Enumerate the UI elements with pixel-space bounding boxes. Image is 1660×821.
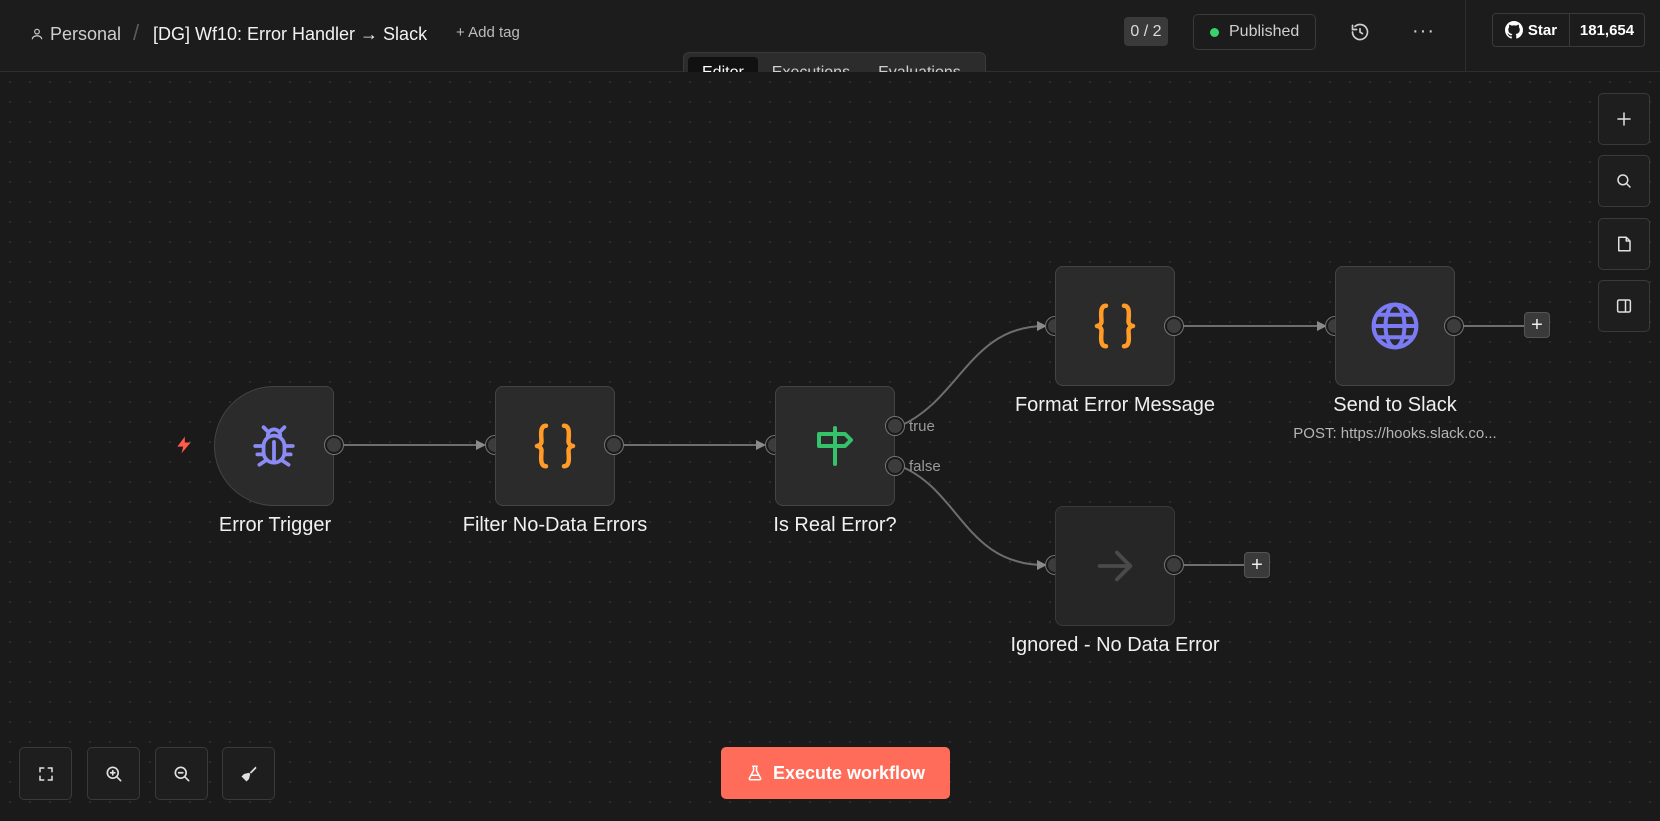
github-star-count: 181,654	[1579, 21, 1635, 39]
node-format-error-message[interactable]	[1055, 266, 1175, 386]
toggle-panel-button[interactable]	[1598, 280, 1650, 332]
node-error-trigger[interactable]	[214, 386, 334, 506]
broom-icon	[241, 766, 256, 781]
github-icon	[1504, 21, 1523, 39]
node-output-handle[interactable]	[605, 436, 623, 454]
trigger-bolt-icon	[174, 434, 194, 461]
node-subtitle: POST: https://hooks.slack.co...	[1293, 425, 1497, 442]
node-filter-no-data-errors[interactable]	[495, 386, 615, 506]
zoom-in-icon	[106, 766, 121, 781]
sticky-note-icon	[1618, 236, 1631, 252]
breadcrumb-project[interactable]: Personal	[30, 22, 121, 46]
zoom-in-button[interactable]	[87, 747, 140, 800]
node-label: Send to Slack	[1333, 394, 1457, 416]
tidy-up-button[interactable]	[222, 747, 275, 800]
edge-if-true-format[interactable]	[899, 321, 1047, 427]
workflow-title[interactable]: [DG] Wf10: Error Handler → Slack	[153, 23, 428, 44]
add-node-button[interactable]: +	[1524, 312, 1550, 338]
zoom-out-icon	[174, 766, 189, 781]
github-star-button[interactable]: Star	[1493, 14, 1570, 46]
history-icon[interactable]	[1350, 22, 1370, 47]
node-ignored-no-data-error[interactable]	[1055, 506, 1175, 626]
divider	[1465, 0, 1466, 72]
node-is-real-error[interactable]	[775, 386, 895, 506]
fullscreen-icon	[38, 766, 53, 781]
node-send-to-slack[interactable]	[1335, 266, 1455, 386]
globe-icon	[1371, 302, 1419, 350]
bug-icon	[253, 425, 295, 467]
panel-icon	[1616, 299, 1632, 313]
version-counter[interactable]: 0 / 2	[1124, 17, 1168, 46]
node-label: Format Error Message	[1014, 394, 1216, 416]
node-output-handle[interactable]	[1445, 317, 1463, 335]
node-output-handle[interactable]	[325, 436, 343, 454]
more-options-icon[interactable]: ···	[1412, 20, 1435, 42]
node-label: Error Trigger	[218, 514, 332, 536]
execute-workflow-label: Execute workflow	[772, 762, 926, 783]
edge-if-false-ignored[interactable]	[899, 465, 1047, 570]
sticky-note-button[interactable]	[1598, 218, 1650, 270]
status-dot-icon	[1210, 27, 1219, 37]
port-label-true: true	[909, 418, 935, 435]
signpost-icon	[817, 426, 853, 466]
project-name: Personal	[50, 23, 122, 44]
add-node-button[interactable]: +	[1244, 552, 1270, 578]
flask-icon	[748, 765, 762, 781]
published-status-button[interactable]: Published	[1193, 14, 1316, 50]
zoom-out-button[interactable]	[155, 747, 208, 800]
search-nodes-button[interactable]	[1598, 155, 1650, 207]
node-output-handle-false[interactable]	[886, 457, 904, 475]
port-label-false: false	[909, 458, 941, 475]
search-icon	[1617, 174, 1631, 188]
user-icon	[31, 28, 43, 40]
braces-icon	[534, 423, 576, 469]
arrow-right-icon	[1097, 550, 1133, 582]
github-star-label: Star	[1527, 21, 1558, 39]
fit-view-button[interactable]	[19, 747, 72, 800]
status-label: Published	[1229, 23, 1300, 40]
plus-icon	[1617, 112, 1631, 126]
execute-workflow-button[interactable]: Execute workflow	[721, 747, 950, 799]
node-label: Filter No-Data Errors	[462, 514, 648, 536]
add-tag-button[interactable]: + Add tag	[456, 24, 520, 41]
add-node-panel-button[interactable]	[1598, 93, 1650, 145]
braces-icon	[1094, 303, 1136, 349]
node-output-handle[interactable]	[1165, 556, 1183, 574]
github-star-widget[interactable]: Star 181,654	[1492, 13, 1645, 47]
node-output-handle-true[interactable]	[886, 417, 904, 435]
node-output-handle[interactable]	[1165, 317, 1183, 335]
node-label: Ignored - No Data Error	[1010, 634, 1220, 656]
breadcrumb-separator: /	[133, 20, 140, 45]
node-label: Is Real Error?	[773, 514, 897, 536]
